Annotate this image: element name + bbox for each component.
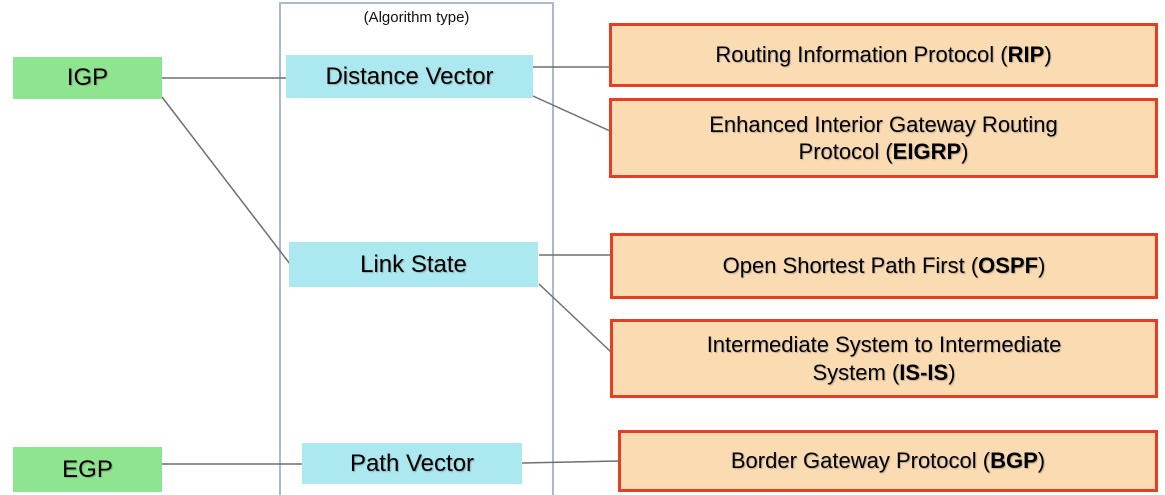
protocol-box-bgp: Border Gateway Protocol (BGP) <box>618 430 1158 492</box>
egp-label: EGP <box>62 455 113 483</box>
protocol-label-line1: Enhanced Interior Gateway Routing <box>709 111 1058 137</box>
protocol-label: Border Gateway Protocol (BGP) <box>731 447 1045 475</box>
column-header: (Algorithm type) <box>363 9 470 26</box>
protocol-text: ) <box>1038 253 1046 279</box>
protocol-box-rip: Routing Information Protocol (RIP) <box>609 23 1158 87</box>
protocol-text: Open Shortest Path First ( <box>722 253 979 279</box>
protocol-acronym: EIGRP <box>892 139 962 164</box>
link-state-label: Link State <box>360 250 467 278</box>
edge-igp-link-state <box>161 96 291 265</box>
algorithm-link-state-node: Link State <box>289 242 538 287</box>
protocol-text: Border Gateway Protocol ( <box>730 448 991 474</box>
protocol-acronym: RIP <box>1007 42 1045 68</box>
protocol-box-ospf: Open Shortest Path First (OSPF) <box>610 233 1158 299</box>
protocol-text: ) <box>1037 448 1046 474</box>
egp-node: EGP <box>13 447 162 492</box>
protocol-label-line2: System (IS-IS) <box>812 359 955 387</box>
protocol-text: ) <box>961 139 969 164</box>
edge-path-vector-bgp <box>521 460 620 464</box>
edge-distance-vector-eigrp <box>532 95 611 132</box>
algorithm-type-column: (Algorithm type) <box>279 2 554 495</box>
edge-link-state-isis <box>538 283 612 353</box>
protocol-label-line2: Protocol (EIGRP) <box>799 138 969 166</box>
protocol-text: Routing Information Protocol ( <box>715 42 1008 68</box>
protocol-text: ) <box>948 359 956 385</box>
protocol-label: Routing Information Protocol (RIP) <box>715 41 1051 69</box>
protocol-box-eigrp: Enhanced Interior Gateway Routing Protoc… <box>609 98 1158 178</box>
protocol-text: Protocol ( <box>798 139 893 164</box>
path-vector-label: Path Vector <box>349 449 475 477</box>
igp-node: IGP <box>13 57 162 99</box>
protocol-acronym: OSPF <box>978 253 1039 279</box>
protocol-text: System ( <box>812 359 900 385</box>
protocol-label: Open Shortest Path First (OSPF) <box>723 252 1046 280</box>
distance-vector-label: Distance Vector <box>325 62 494 90</box>
protocol-text: ) <box>1044 42 1052 68</box>
protocol-label-line1: Intermediate System to Intermediate <box>706 332 1062 357</box>
algorithm-distance-vector-node: Distance Vector <box>286 55 533 98</box>
algorithm-path-vector-node: Path Vector <box>302 443 522 484</box>
protocol-box-isis: Intermediate System to Intermediate Syst… <box>610 319 1158 398</box>
protocol-acronym: IS-IS <box>899 359 949 385</box>
protocol-acronym: BGP <box>990 448 1038 474</box>
igp-label: IGP <box>66 64 109 92</box>
